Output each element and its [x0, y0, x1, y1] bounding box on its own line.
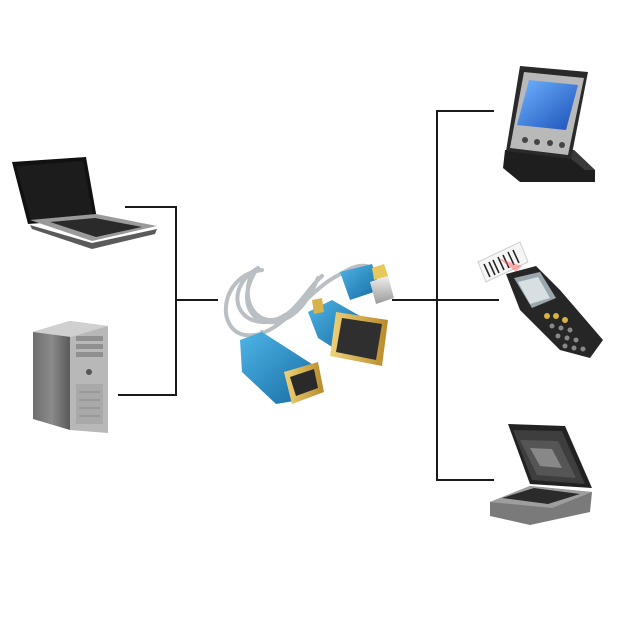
usb-to-serial-cable-icon: [223, 263, 394, 404]
desktop-tower-icon: [33, 321, 108, 433]
db9-connector: [240, 332, 324, 404]
flatbed-scanner-icon: [490, 424, 592, 525]
usb-plug: [340, 264, 394, 304]
pda-cradle-icon: [503, 66, 595, 182]
db25-adapter: [308, 298, 388, 366]
right-connector: [392, 110, 499, 481]
barcode-scanner-icon: [477, 241, 603, 358]
barcode-label: [477, 241, 529, 283]
laptop-icon: [12, 157, 157, 249]
left-connector: [118, 206, 218, 396]
connector-lines: [118, 110, 499, 481]
